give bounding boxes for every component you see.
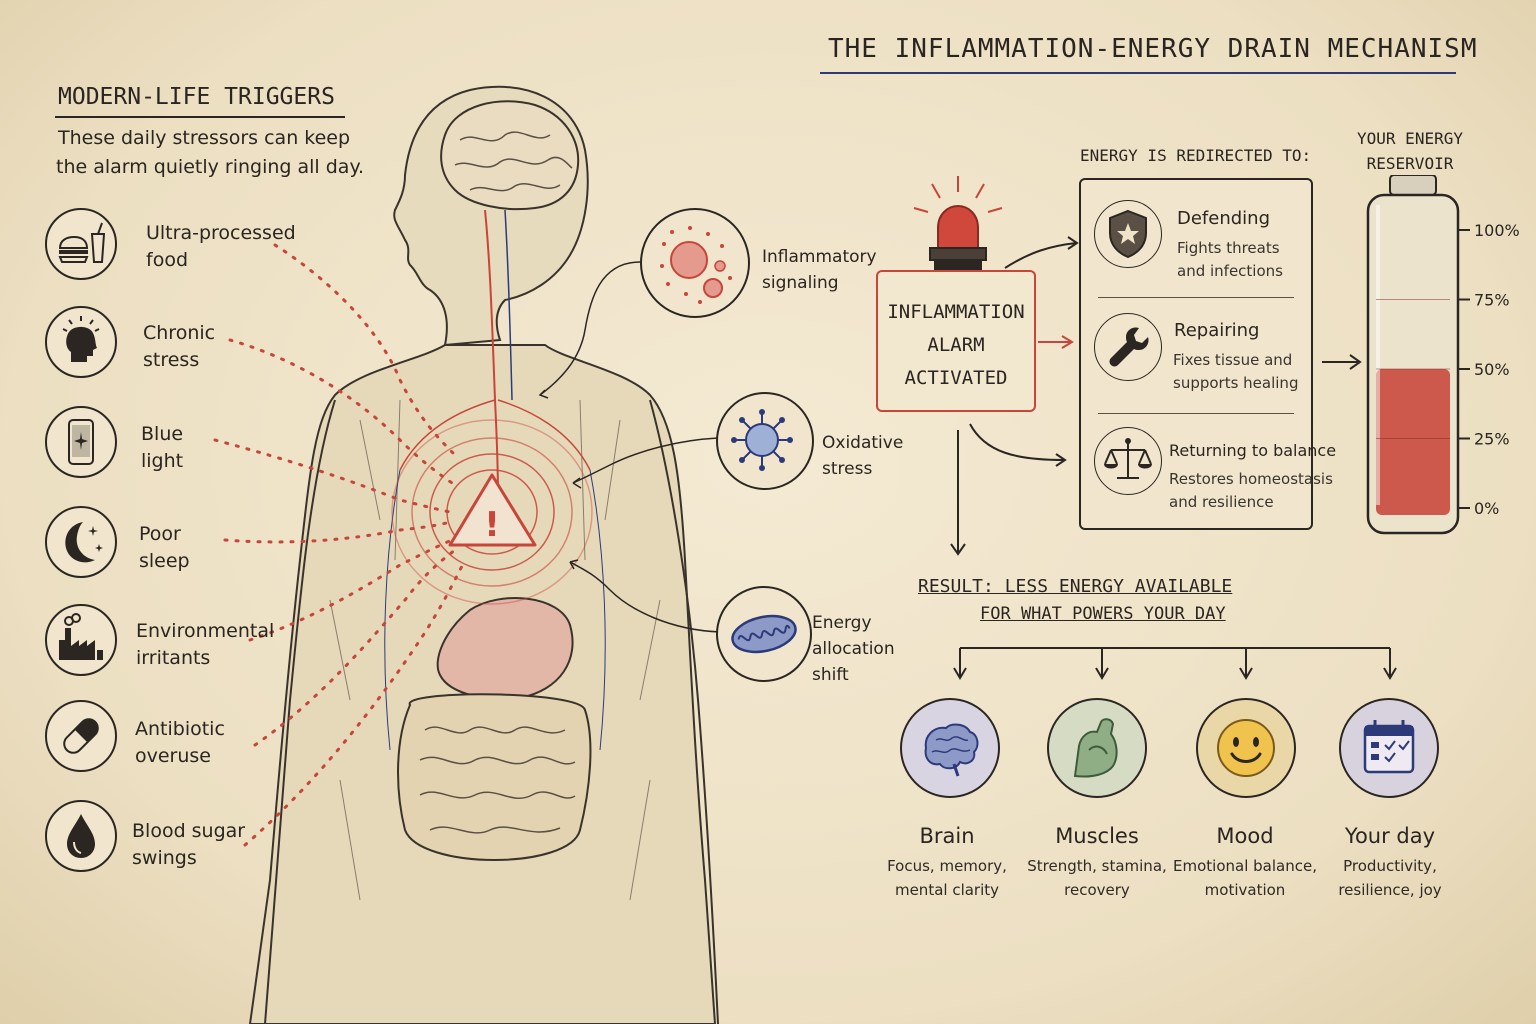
drop-icon <box>67 814 95 858</box>
triggers-heading: Modern-Life Triggers <box>58 84 335 110</box>
page-title: The Inflammation-Energy Drain Mechanism <box>828 34 1478 64</box>
moon-stars-icon <box>65 522 103 563</box>
alarm-box <box>876 270 1036 412</box>
redirect-icon-circle <box>1094 427 1162 495</box>
balance-scale-icon <box>1104 438 1152 479</box>
reservoir-tick-label: 50% <box>1474 360 1510 379</box>
result-item-desc: Focus, memory,mental clarity <box>887 857 1007 899</box>
energy-allocation-bubble <box>716 586 812 682</box>
alarm-siren-icon <box>913 176 1003 270</box>
oxidative-stress-bubble <box>716 392 814 490</box>
result-item-title: Muscles <box>1055 824 1139 848</box>
stressed-head-icon <box>62 316 100 362</box>
result-item-title: Mood <box>1216 824 1274 848</box>
result-line1: Result: Less energy available <box>918 576 1233 597</box>
mitochondrion-icon <box>731 614 797 654</box>
reservoir-tick-label: 25% <box>1474 430 1510 449</box>
wrench-icon <box>1109 327 1149 367</box>
redirect-divider <box>1098 297 1294 298</box>
factory-icon <box>59 613 103 660</box>
flexed-arm-icon <box>1073 718 1118 778</box>
trigger-icon-circle <box>45 800 117 872</box>
calendar-check-icon <box>1363 720 1415 774</box>
result-icon-circle <box>1196 698 1296 798</box>
alarm-text: InflammationAlarmActivated <box>887 301 1025 389</box>
oxidative-molecule-icon <box>731 409 793 471</box>
result-icon-circle <box>1047 698 1147 798</box>
redirect-icon-circle <box>1094 200 1162 268</box>
redirect-divider <box>1098 413 1294 414</box>
result-item-desc: Strength, stamina,recovery <box>1027 857 1167 899</box>
title-underline <box>820 72 1456 74</box>
result-line2: for what powers your day <box>980 604 1226 624</box>
redirect-item-title: Returning to balance <box>1169 441 1337 460</box>
trigger-icon-circle <box>45 506 117 578</box>
smiley-face-icon <box>1217 719 1275 777</box>
result-item-title: Your day <box>1344 824 1436 848</box>
trigger-icon-circle <box>45 700 117 772</box>
result-item-desc: Emotional balance,motivation <box>1173 857 1317 899</box>
inflammatory-cell-icon <box>660 226 732 304</box>
redirect-item-title: Defending <box>1177 208 1271 229</box>
result-item-desc: Productivity,resilience, joy <box>1338 857 1442 899</box>
result-icon-circle <box>1339 698 1439 798</box>
reservoir-tick-label: 75% <box>1474 291 1510 310</box>
redirect-item-title: Repairing <box>1174 320 1260 341</box>
trigger-icon-circle <box>45 406 117 478</box>
trigger-icon-circle <box>45 604 117 676</box>
energy-reservoir-gauge: 100% 75% 50% 25% 0% <box>1366 175 1520 535</box>
burger-drink-icon <box>58 222 106 263</box>
inflammatory-signaling-bubble <box>640 208 750 318</box>
smartphone-icon <box>68 419 94 465</box>
capsule-icon <box>63 718 99 754</box>
brain-icon <box>924 723 979 777</box>
triggers-intro-line1: These daily stressors can keep <box>58 127 351 149</box>
svg-text:!: ! <box>484 505 500 545</box>
trigger-icon-circle <box>45 208 117 280</box>
redirect-heading: Energy is redirected to: <box>1080 146 1312 165</box>
result-item-title: Brain <box>919 824 975 848</box>
result-icon-circle <box>900 698 1000 798</box>
reservoir-fill-level <box>1376 369 1450 515</box>
trigger-icon-circle <box>45 306 117 378</box>
redirect-icon-circle <box>1094 313 1162 381</box>
triggers-intro-line2: the alarm quietly ringing all day. <box>56 156 365 178</box>
reservoir-heading: Your energyReservoir <box>1357 129 1463 173</box>
reservoir-tick-label: 100% <box>1474 221 1520 240</box>
reservoir-tick-label: 0% <box>1474 499 1499 518</box>
triggers-heading-underline <box>55 116 345 118</box>
shield-star-icon <box>1109 209 1147 259</box>
